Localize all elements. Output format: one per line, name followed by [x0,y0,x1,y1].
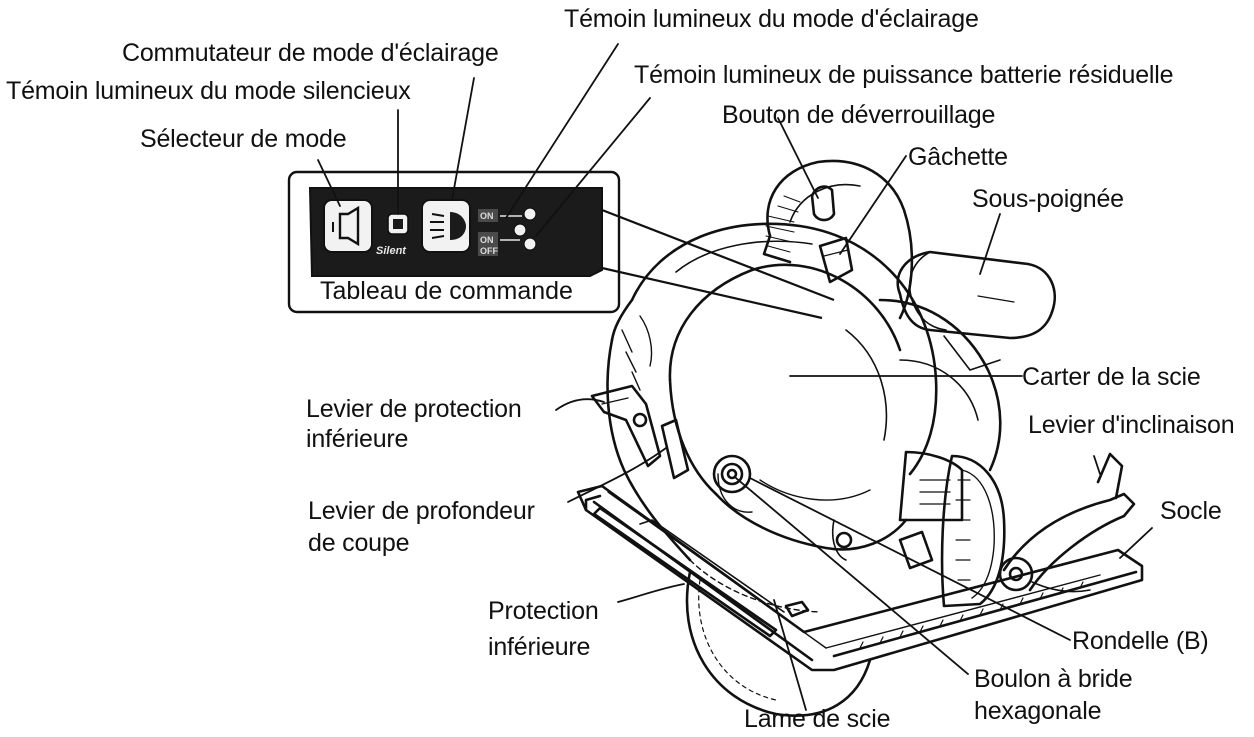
label-lower-guard-1: Protection [488,597,599,625]
leader-lower-guard [617,583,685,603]
tag-on: ON [480,211,494,221]
label-saw-blade: Lame de scie [744,705,891,733]
leader-saw-blade [773,599,807,711]
leader-washer [749,477,1071,641]
sub-handle-shape [896,250,1057,371]
motor-housing-shape [878,298,1006,608]
leader-trigger [839,155,907,255]
mode-selector-button [323,199,373,253]
label-bevel-lever: Levier d'inclinaison [1028,411,1235,439]
leader-unlock-button [777,117,819,199]
lighting-mode-lamp [523,207,537,221]
main-handle-shape [762,159,914,320]
label-unlock-button: Bouton de déverrouillage [722,101,996,129]
label-trigger: Gâchette [908,143,1008,171]
leader-lower-guard-lever [555,398,605,411]
label-lower-guard-lever-2: inférieure [306,425,409,453]
label-lower-guard-lever-1: Levier de protection [306,395,522,423]
blade-hub-shape [712,454,753,513]
leader-mode-selector [317,159,341,207]
tag-off: OFF [480,246,498,256]
saw-cover-shape [606,222,938,613]
leader-lighting-mode-lamp [505,43,619,219]
trigger-shape [818,236,854,284]
saw-blade-shape [685,570,872,717]
leader-hex-bolt [735,477,969,675]
tag-on-top: ON [480,235,494,245]
label-depth-lever-1: Levier de profondeur [308,497,535,525]
label-depth-lever-2: de coupe [308,529,410,557]
label-hex-bolt-1: Boulon à bride [974,665,1133,693]
leader-base [1119,527,1153,559]
label-control-panel: Tableau de commande [320,277,573,305]
label-washer: Rondelle (B) [1072,627,1209,655]
leader-bevel-lever [1093,455,1101,475]
label-mode-selector: Sélecteur de mode [140,125,347,153]
label-sub-handle: Sous-poignée [972,185,1124,213]
label-base: Socle [1160,497,1222,525]
label-saw-cover: Carter de la scie [1022,363,1201,391]
label-silent-mode-lamp: Témoin lumineux du mode silencieux [6,77,411,105]
bevel-lever-shape [998,452,1136,593]
label-lighting-mode-switch: Commutateur de mode d'éclairage [122,39,499,67]
control-panel-frame [287,170,621,314]
unlock-button-shape [810,185,836,222]
silent-text: Silent [376,245,407,257]
control-panel [308,187,603,277]
label-hex-bolt-2: hexagonale [974,697,1102,725]
lighting-mode-switch [421,199,471,253]
leader-lines [317,43,1153,711]
leader-lighting-mode-switch [451,77,475,201]
depth-lever-shape [660,418,690,480]
lower-guard-lever-shape [590,384,662,468]
leader-depth-lever [567,447,667,503]
leader-battery-lamp [535,97,651,237]
label-lighting-mode-lamp: Témoin lumineux du mode d'éclairage [564,5,979,33]
label-lower-guard-2: inférieure [488,633,591,661]
battery-lamp [523,237,537,251]
label-battery-lamp: Témoin lumineux de puissance batterie ré… [634,61,1174,89]
base-plate-shape [576,484,1144,672]
panel-connector [601,208,835,320]
leader-sub-handle [979,213,1001,275]
